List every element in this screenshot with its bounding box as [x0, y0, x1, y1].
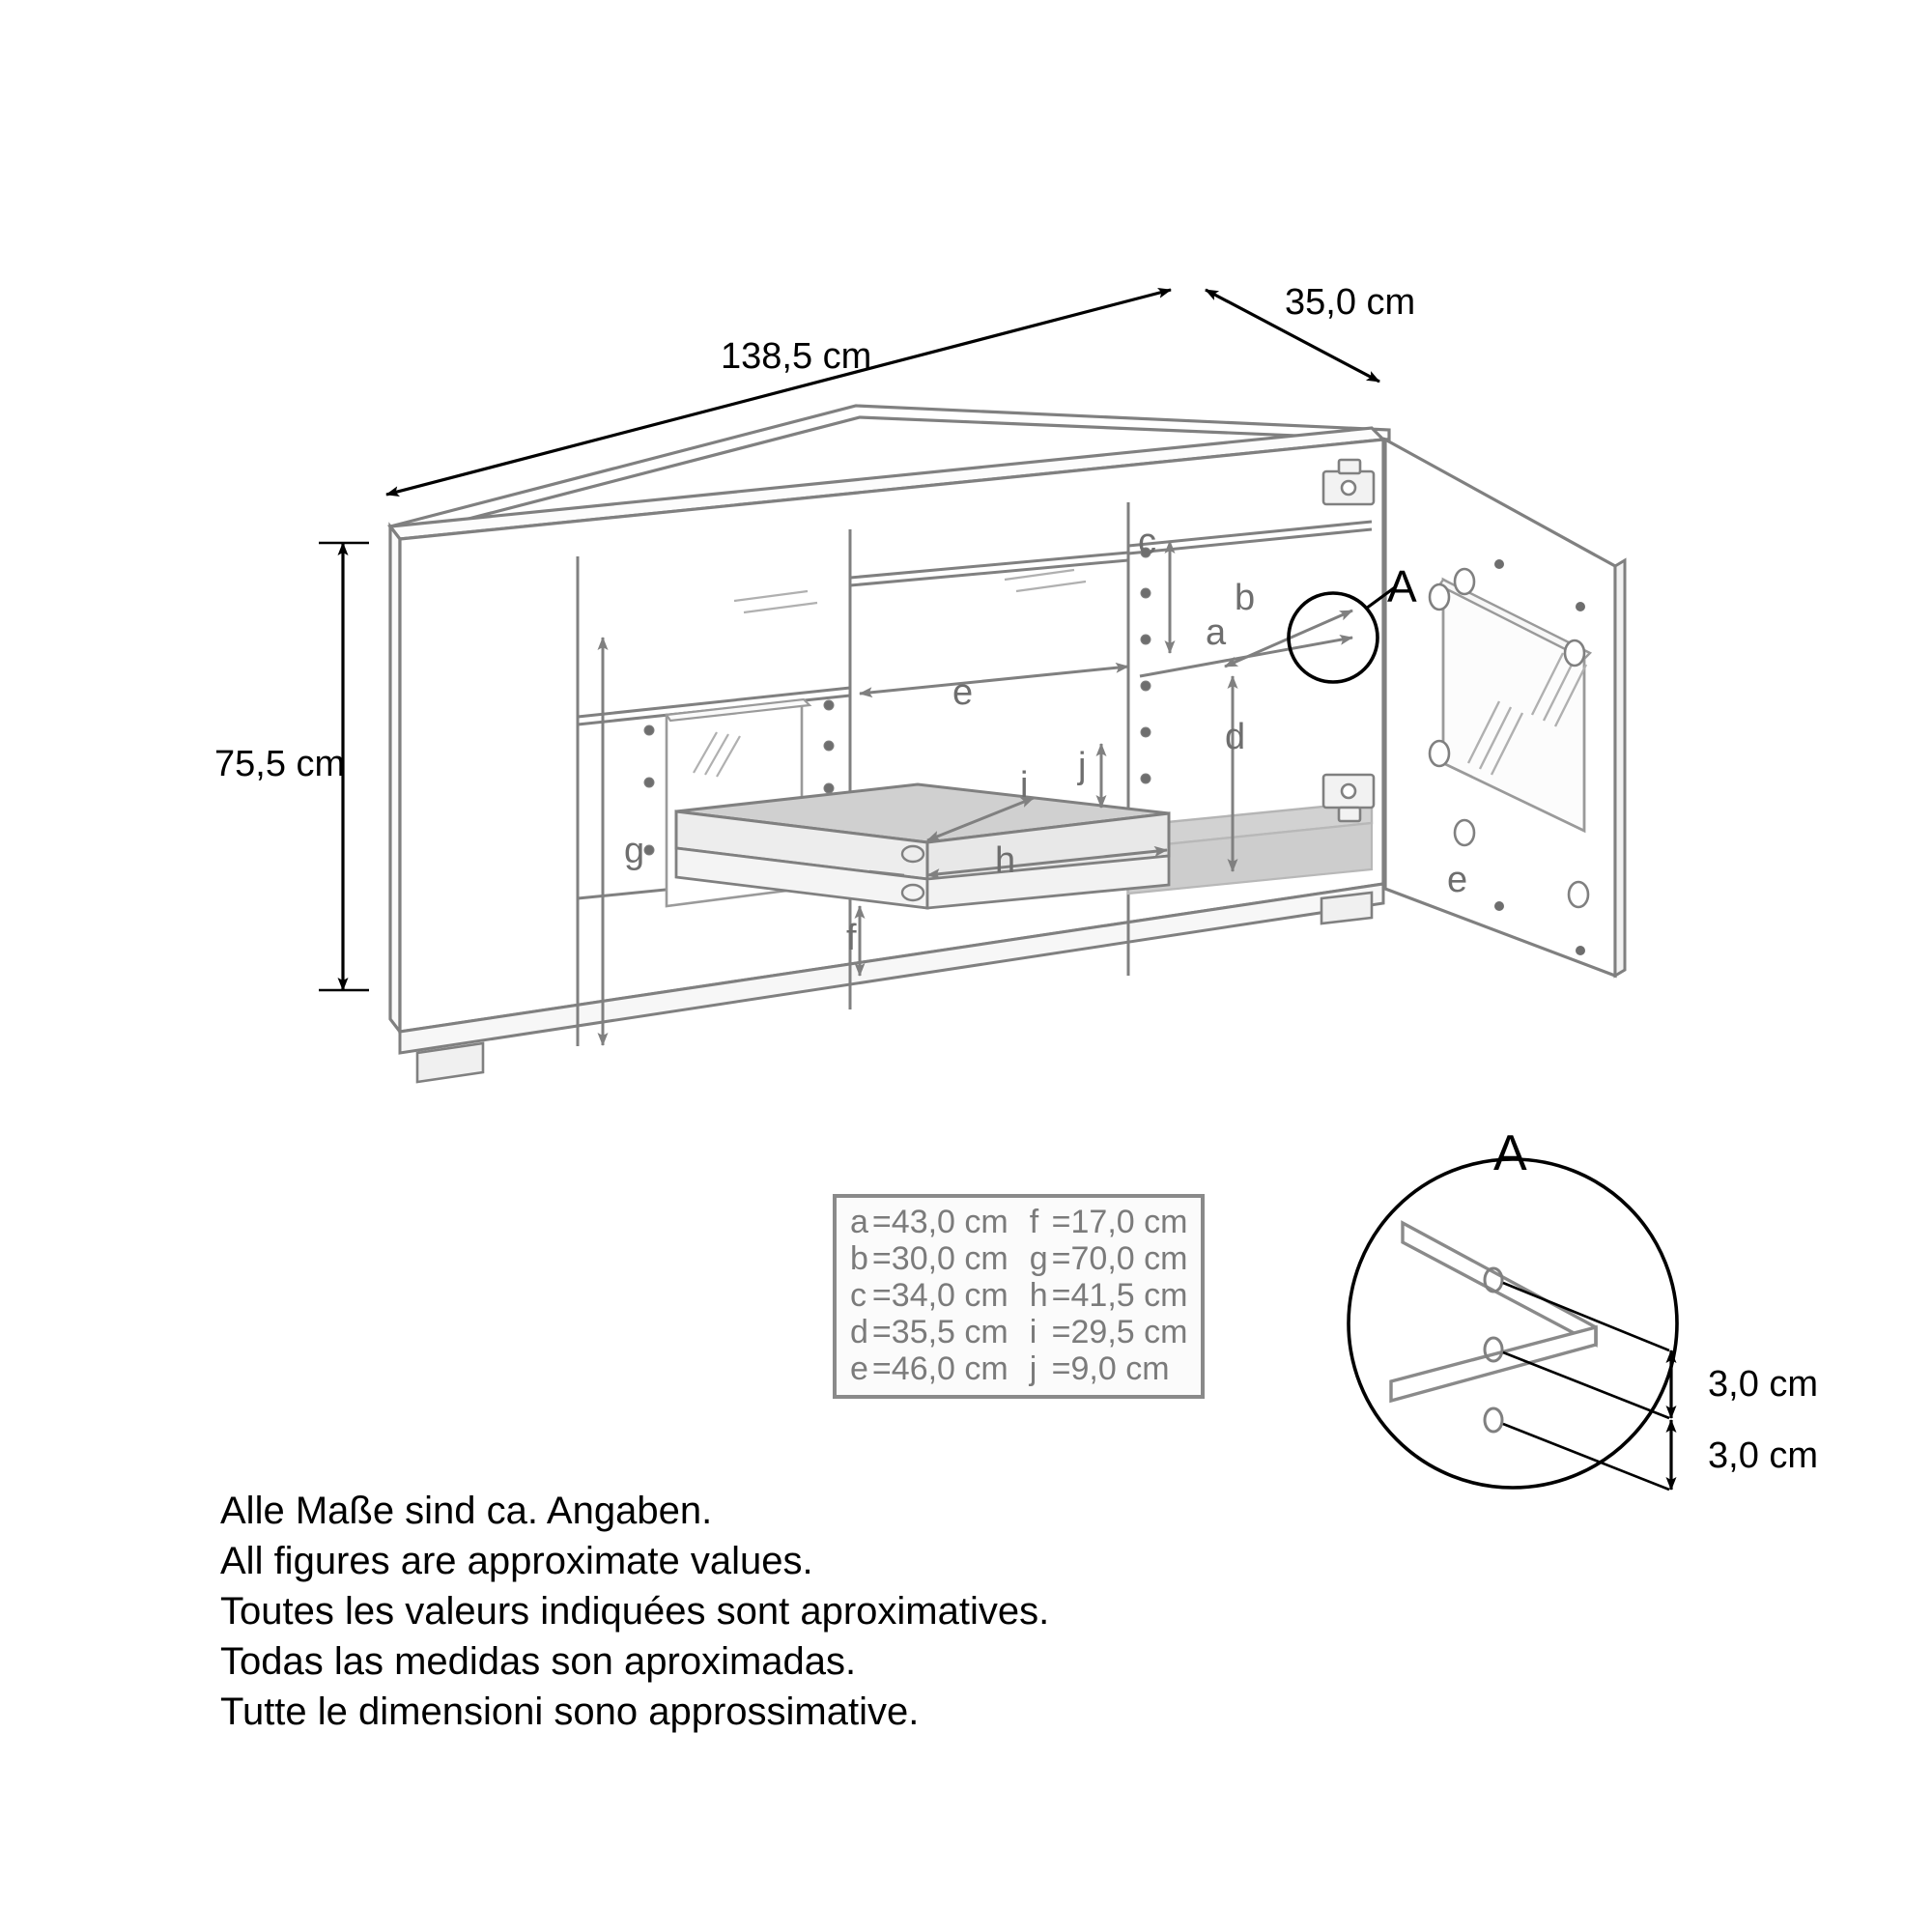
legend-row: a = 43,0 cm f = 17,0 cm — [850, 1204, 1187, 1240]
arrow-e — [859, 662, 1129, 698]
hinge-lower — [1321, 773, 1376, 823]
legend-eq-right: = — [1051, 1240, 1071, 1278]
shelf-left-mid — [577, 686, 851, 719]
letter-label-g: g — [624, 831, 645, 871]
letter-label-e-door: e — [1447, 860, 1468, 900]
legend-key-left: b — [850, 1240, 868, 1278]
shelf-middle-upper — [849, 551, 1129, 580]
arrow-h — [926, 845, 1168, 880]
shelf-pin-holes-right — [1140, 547, 1151, 784]
legend-value-left: 30,0 cm — [891, 1240, 1009, 1278]
legend-row: d = 35,5 cm i = 29,5 cm — [850, 1314, 1187, 1350]
legend-spacer — [1009, 1240, 1030, 1277]
letter-label-d: d — [1225, 717, 1246, 757]
letter-label-e: e — [952, 672, 974, 713]
legend-value-right: 17,0 cm — [1070, 1204, 1188, 1240]
cabinet-foot-left — [415, 1041, 485, 1084]
door-hardware-pins — [1428, 567, 1590, 909]
footnote-fr: Toutes les valeurs indiquées sont aproxi… — [220, 1590, 1050, 1633]
letter-label-j: j — [1078, 746, 1087, 786]
detail-a-dimension-top: 3,0 cm — [1708, 1364, 1819, 1405]
legend-spacer — [1009, 1204, 1030, 1240]
width-dimension-label: 138,5 cm — [721, 336, 872, 377]
legend-value-right: 41,5 cm — [1070, 1277, 1188, 1315]
arrow-a — [1139, 634, 1353, 678]
legend-eq-left: = — [871, 1314, 892, 1351]
hinge-upper — [1321, 458, 1376, 506]
depth-dimension-label: 35,0 cm — [1285, 282, 1416, 323]
legend-eq-left: = — [871, 1277, 892, 1315]
legend-eq-right: = — [1051, 1314, 1071, 1351]
detail-a-shelf-upper — [1401, 1220, 1598, 1348]
letter-label-h: h — [995, 840, 1016, 881]
legend-value-left: 34,0 cm — [891, 1277, 1009, 1315]
detail-a-circle — [1347, 1157, 1679, 1490]
legend-key-left: e — [850, 1350, 868, 1388]
drawer-slide-hardware — [868, 844, 925, 902]
detail-a-pin-holes — [1483, 1266, 1504, 1434]
door-panel-edge — [1613, 557, 1627, 979]
letter-label-f: f — [846, 918, 857, 958]
letter-label-a: a — [1206, 612, 1227, 653]
legend-spacer — [1009, 1277, 1030, 1314]
height-dimension-label: 75,5 cm — [214, 744, 346, 784]
footnote-en: All figures are approximate values. — [220, 1540, 813, 1582]
detail-a-title: A — [1493, 1125, 1527, 1181]
legend-row: b = 30,0 cm g = 70,0 cm — [850, 1240, 1187, 1277]
legend-key-left: d — [850, 1314, 868, 1351]
legend-key-right: j — [1029, 1350, 1037, 1388]
legend-row: c = 34,0 cm h = 41,5 cm — [850, 1277, 1187, 1314]
cabinet-body — [386, 404, 1391, 1084]
legend-value-left: 46,0 cm — [891, 1350, 1009, 1388]
legend-eq-left: = — [871, 1240, 892, 1278]
legend-eq-right: = — [1051, 1277, 1071, 1315]
cabinet-foot-right — [1320, 891, 1374, 925]
callout-a-circle — [1287, 585, 1396, 684]
legend-eq-left: = — [871, 1350, 892, 1388]
legend-key-right: h — [1029, 1277, 1048, 1315]
footnote-es: Todas las medidas son aproximadas. — [220, 1640, 857, 1683]
approximate-values-footnotes: Alle Maße sind ca. Angaben. All figures … — [220, 1486, 1049, 1737]
legend-eq-right: = — [1051, 1204, 1071, 1240]
door-dowel-holes — [1494, 559, 1585, 955]
legend-value-left: 35,5 cm — [891, 1314, 1009, 1351]
legend-spacer — [1009, 1314, 1030, 1350]
door-glass-hatch — [1466, 652, 1588, 776]
letter-label-b: b — [1235, 578, 1256, 618]
letter-label-c: c — [1138, 522, 1156, 562]
detail-a-leader-lines — [1502, 1281, 1670, 1492]
arrow-i — [926, 796, 1035, 842]
open-right-door — [1383, 437, 1627, 979]
legend-eq-left: = — [871, 1204, 892, 1240]
legend-key-right: g — [1029, 1240, 1048, 1278]
legend-value-right: 70,0 cm — [1070, 1240, 1188, 1278]
glass-reflection-hatch-mid — [733, 568, 1087, 614]
legend-key-left: a — [850, 1204, 868, 1240]
legend-value-right: 9,0 cm — [1070, 1350, 1170, 1388]
legend-key-left: c — [850, 1277, 867, 1315]
dimension-legend-box: a = 43,0 cm f = 17,0 cm b = 30,0 cm g = … — [833, 1194, 1206, 1400]
cabinet-base-rail — [398, 882, 1385, 1055]
overall-dimension-lines — [319, 287, 1380, 992]
legend-row: e = 46,0 cm j = 9,0 cm — [850, 1350, 1187, 1387]
legend-key-right: i — [1029, 1314, 1037, 1351]
callout-a-label: A — [1387, 561, 1417, 611]
legend-spacer — [1009, 1350, 1030, 1387]
letter-label-i: i — [1020, 765, 1029, 806]
footnote-de: Alle Maße sind ca. Angaben. — [220, 1490, 713, 1532]
legend-key-right: f — [1029, 1204, 1039, 1240]
legend-eq-right: = — [1051, 1350, 1071, 1388]
footnote-it: Tutte le dimensioni sono approssimative. — [220, 1690, 920, 1733]
detail-a-view — [1347, 1157, 1679, 1492]
legend-table: a = 43,0 cm f = 17,0 cm b = 30,0 cm g = … — [850, 1204, 1187, 1387]
detail-a-dimension-bottom: 3,0 cm — [1708, 1435, 1819, 1476]
legend-value-right: 29,5 cm — [1070, 1314, 1188, 1351]
legend-value-left: 43,0 cm — [891, 1204, 1009, 1240]
